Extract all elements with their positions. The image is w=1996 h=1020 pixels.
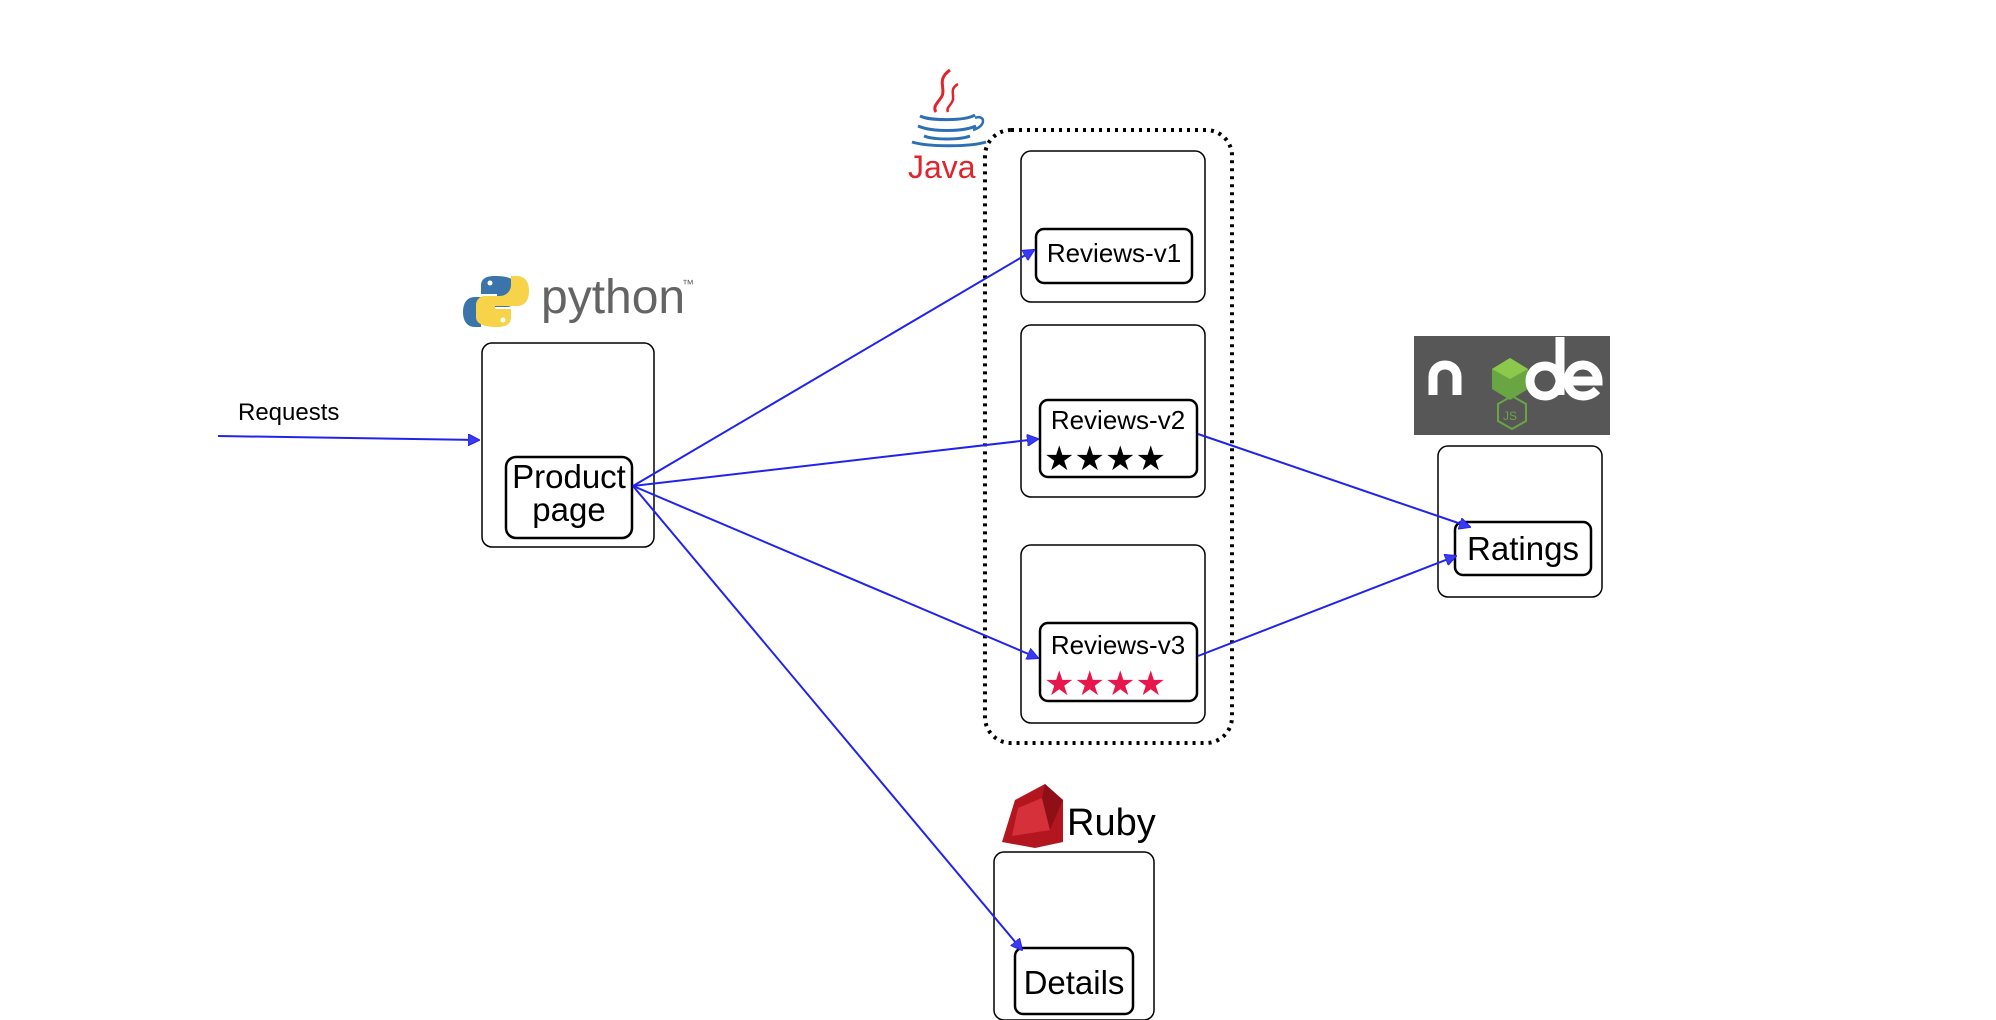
reviews-v1-label: Reviews-v1 <box>1047 238 1181 268</box>
python-trademark: ™ <box>682 277 694 291</box>
productpage-label-line2: page <box>532 491 605 528</box>
arrow-reviews-v3-to-ratings <box>1197 556 1456 657</box>
nodejs-logo: JS <box>1414 336 1610 435</box>
reviews-v3-label: Reviews-v3 <box>1051 630 1185 660</box>
productpage-pod <box>481 342 655 548</box>
reviews-v1-service[interactable] <box>1034 227 1194 285</box>
arrow-productpage-to-reviews-v2 <box>632 439 1038 487</box>
ratings-pod <box>1437 445 1603 598</box>
reviews-service-group <box>983 128 1234 745</box>
reviews-v2-pod <box>1020 324 1206 498</box>
python-snake-icon <box>463 276 529 327</box>
arrow-productpage-to-reviews-v1 <box>632 250 1034 487</box>
reviews-v2-service[interactable] <box>1038 398 1199 479</box>
reviews-v3-service[interactable] <box>1038 621 1199 703</box>
java-logo: Java <box>908 68 987 185</box>
nodejs-js-mark: JS <box>1503 409 1517 423</box>
details-service[interactable] <box>1013 946 1135 1016</box>
reviews-v2-stars: ★★★★ <box>1044 440 1166 478</box>
ratings-label: Ratings <box>1467 530 1579 567</box>
requests-arrow <box>217 436 479 440</box>
arrow-productpage-to-details <box>632 485 1022 950</box>
ruby-gem-icon <box>1002 784 1063 848</box>
productpage-label-line1: Product <box>512 458 626 495</box>
connection-arrows <box>632 250 1470 950</box>
arrow-reviews-v2-to-ratings <box>1197 433 1470 527</box>
ruby-wordmark: Ruby <box>1067 802 1156 844</box>
nodejs-icon <box>1428 337 1603 431</box>
java-cup-icon <box>911 68 987 148</box>
reviews-v1-pod <box>1020 150 1206 303</box>
ratings-service[interactable] <box>1453 520 1593 577</box>
python-logo: python ™ <box>463 271 694 327</box>
reviews-v3-pod <box>1020 544 1206 724</box>
reviews-v3-stars: ★★★★ <box>1044 665 1166 703</box>
reviews-v2-label: Reviews-v2 <box>1051 405 1185 435</box>
details-pod <box>993 851 1155 1020</box>
requests-label: Requests <box>238 399 339 426</box>
productpage-service[interactable] <box>504 455 634 540</box>
python-wordmark: python <box>541 271 685 324</box>
arrow-productpage-to-reviews-v3 <box>632 485 1038 658</box>
ruby-logo: Ruby <box>1002 784 1156 848</box>
details-label: Details <box>1024 964 1125 1001</box>
java-wordmark: Java <box>908 149 976 185</box>
